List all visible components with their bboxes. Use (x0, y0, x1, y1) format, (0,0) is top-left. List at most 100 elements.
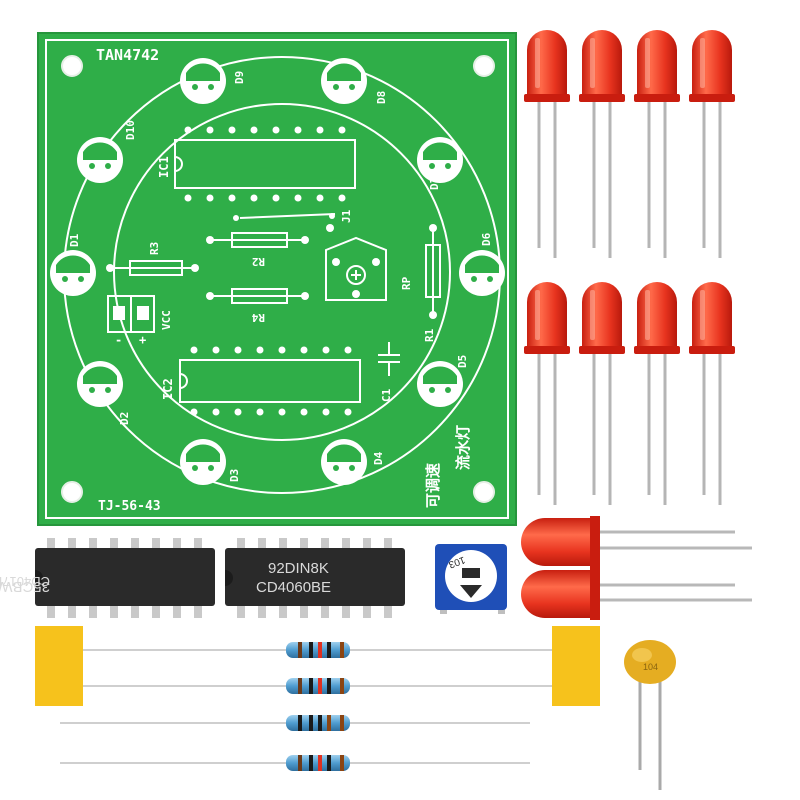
r4-label: R4 (251, 311, 265, 324)
resistor (286, 755, 350, 771)
chip2-line1: 92DIN8K (268, 560, 329, 577)
pin-pad (212, 408, 220, 416)
d4-label: D4 (372, 451, 385, 465)
pin-pad (322, 346, 330, 354)
vertical-leds (524, 30, 735, 505)
chip-pin (237, 538, 245, 550)
chip-pin (152, 604, 160, 618)
rp-label: RP (400, 276, 413, 290)
resistor-pads (106, 213, 437, 319)
j1-label: J1 (340, 209, 353, 223)
pin-pad (228, 194, 236, 202)
chip-pin (342, 538, 350, 550)
ic2-footprint (179, 346, 361, 416)
pin-pad (184, 194, 192, 202)
r3-label: R3 (148, 242, 161, 255)
pin-pad (250, 194, 258, 202)
resistor (286, 642, 350, 658)
pcb-board: TAN4742 TJ-56-43 IC1 IC2 R1 R2 R3 R4 RP … (37, 32, 517, 526)
d9-label: D9 (233, 71, 246, 84)
chip-pin (131, 538, 139, 550)
pcb-title-label: TAN4742 (96, 46, 159, 64)
d1-label: D1 (68, 233, 81, 247)
chip-pin (384, 538, 392, 550)
power-connector-footprint (107, 295, 155, 333)
plus-label: + (139, 333, 146, 347)
chip-pin (47, 538, 55, 550)
chip-pin (131, 604, 139, 618)
d3-label: D3 (228, 469, 241, 482)
pin-pad (278, 346, 286, 354)
chip-pin (89, 538, 97, 550)
pin-pad (344, 346, 352, 354)
d10-label: D10 (124, 120, 137, 140)
pin-pad (250, 126, 258, 134)
resistor-footprints (110, 213, 441, 315)
pin-pad (228, 126, 236, 134)
chip-pin (279, 604, 287, 618)
chip-pin (89, 604, 97, 618)
chip-pin (110, 604, 118, 618)
chip-pin (173, 604, 181, 618)
chip1-line1: 35CBWOW E4 (0, 578, 50, 595)
c1-label: C1 (380, 388, 393, 402)
chip1-line2: CD4017BE (0, 574, 50, 589)
pin-pad (316, 126, 324, 134)
chip-pin (194, 538, 202, 550)
red-led (634, 282, 680, 505)
pin-pad (300, 346, 308, 354)
pin-pad (322, 408, 330, 416)
resistor (286, 678, 350, 694)
chip-pin (342, 604, 350, 618)
chip-pin (173, 538, 181, 550)
resistors (286, 642, 350, 771)
pin-pad (278, 408, 286, 416)
cap-footprint (378, 342, 400, 376)
red-led (524, 282, 570, 505)
chip-pin (300, 604, 308, 618)
pin-pad (338, 126, 346, 134)
d2-label: D2 (118, 412, 131, 425)
pot-footprint (325, 236, 387, 301)
pin-pad (190, 346, 198, 354)
red-led (579, 282, 625, 505)
pin-pad (234, 408, 242, 416)
feature-text-lights: 流水灯 (454, 425, 472, 470)
feature-text-speed: 可调速 (424, 463, 442, 508)
resistor (286, 715, 350, 731)
pin-pad (300, 408, 308, 416)
d6-label: D6 (480, 232, 493, 246)
pin-pad (184, 126, 192, 134)
ic-chip-cd4060: 92DIN8K CD4060BE (225, 538, 405, 618)
pin-pad (256, 408, 264, 416)
chip-pin (279, 538, 287, 550)
chip-pin (258, 604, 266, 618)
d7-label: D7 (428, 177, 441, 190)
pin-pad (212, 346, 220, 354)
red-led (689, 30, 735, 258)
trimmer-potentiometer: 103 (435, 544, 507, 614)
chip-pin (68, 538, 76, 550)
chip-pin (110, 538, 118, 550)
red-led (689, 282, 735, 505)
ic1-label: IC1 (157, 156, 171, 178)
r2-label: R2 (252, 255, 265, 268)
pin-pad (190, 408, 198, 416)
chip-pin (47, 604, 55, 618)
pin-pad (256, 346, 264, 354)
horizontal-led (521, 516, 752, 568)
resistor-wires (35, 649, 600, 764)
horizontal-leds (521, 516, 752, 620)
chip-pin (194, 604, 202, 618)
pin-pad (338, 194, 346, 202)
chip-pin (363, 538, 371, 550)
red-led (524, 30, 570, 258)
chip-pin (237, 604, 245, 618)
minus-label: - (115, 333, 122, 347)
chip-pin (321, 538, 329, 550)
chip-pin (363, 604, 371, 618)
r1-label: R1 (423, 328, 436, 342)
pin-pad (272, 126, 280, 134)
d5-label: D5 (456, 355, 469, 368)
